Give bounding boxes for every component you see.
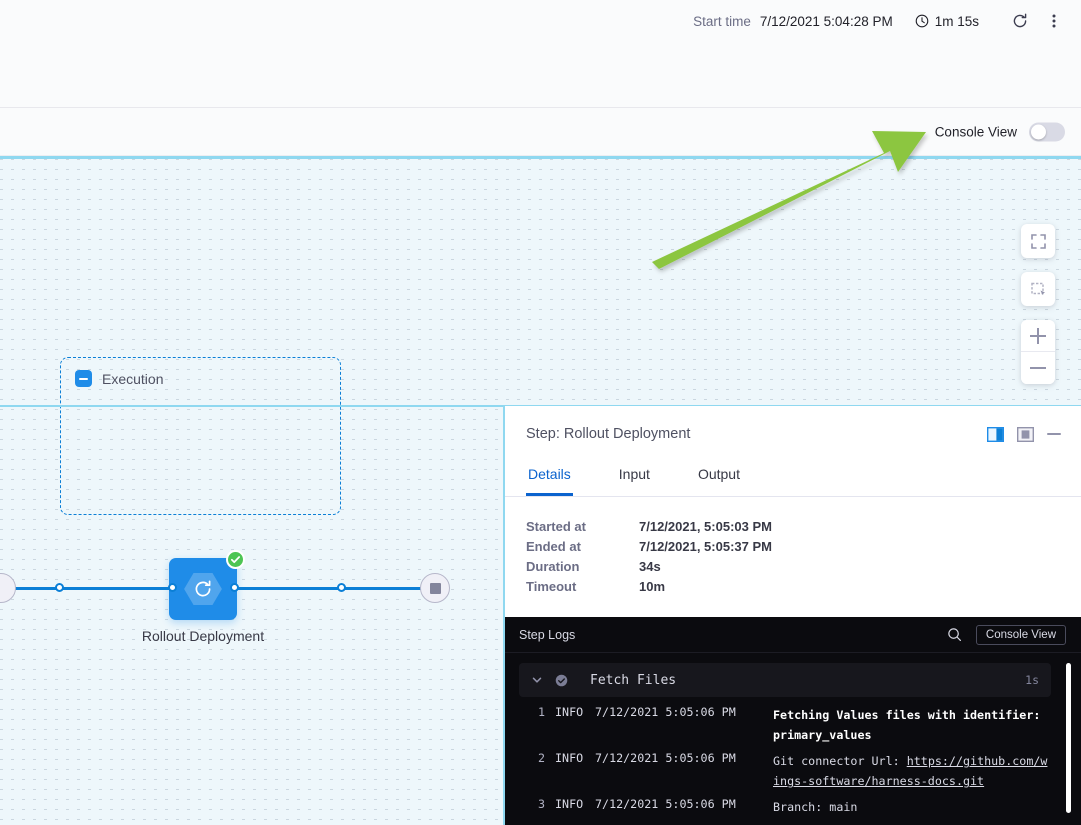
zoom-out-button[interactable] [1021,352,1055,384]
log-line-level: INFO [555,797,584,811]
detail-key: Started at [526,519,586,534]
log-section-fetch-files[interactable]: Fetch Files 1s [519,663,1051,697]
console-view-label: Console View [934,124,1017,139]
refresh-icon [1013,13,1027,28]
clock-icon [915,14,929,28]
log-line: 2 INFO 7/12/2021 5:05:06 PM Git connecto… [505,751,1081,791]
detail-value: 7/12/2021, 5:05:03 PM [639,519,772,534]
zoom-buttons-group [1021,320,1055,384]
hex-background-icon [184,572,222,606]
log-line-message-text: Git connector Url: [773,754,907,768]
duration-value: 1m 15s [934,13,979,29]
port-left [55,583,64,592]
port-step-in [168,583,177,592]
detail-key: Timeout [526,579,577,594]
log-line: 1 INFO 7/12/2021 5:05:06 PM Fetching Val… [505,705,1081,745]
port-group-out [337,583,346,592]
panel-controls [987,426,1061,442]
log-line-message: Fetching Values files with identifier: p… [773,708,1041,742]
log-line-timestamp: 7/12/2021 5:05:06 PM [595,705,736,719]
toggle-knob [1031,124,1046,139]
detail-row: Duration 34s [526,559,1060,574]
console-view-group: Console View [935,122,1065,141]
log-section-duration: 1s [1025,673,1039,687]
tab-input[interactable]: Input [617,462,652,496]
panel-header: Step: Rollout Deployment [505,406,1081,462]
log-line-number: 2 [537,751,545,765]
step-logs-title: Step Logs [519,627,576,642]
log-line: 3 INFO 7/12/2021 5:05:06 PM Branch: main [505,797,1081,817]
log-line-number: 1 [537,705,545,719]
log-line-message: Git connector Url: https://github.com/wi… [773,751,1051,791]
log-line-number: 3 [537,797,545,811]
card-view-icon[interactable] [1017,426,1034,442]
log-line-level: INFO [555,751,584,765]
chevron-down-icon [532,677,542,683]
panel-title: Step: Rollout Deployment [526,426,691,442]
panel-tabs: Details Input Output [505,462,1081,497]
more-options-button[interactable] [1041,8,1067,34]
minus-square-icon[interactable] [75,370,92,387]
log-lines: 1 INFO 7/12/2021 5:05:06 PM Fetching Val… [505,697,1081,817]
log-line-link[interactable]: https://github.com/wings-software/harnes… [773,754,1048,788]
minimize-icon[interactable] [1047,433,1061,435]
split-view-icon[interactable] [987,426,1004,442]
detail-row: Started at 7/12/2021, 5:05:03 PM [526,519,1060,534]
duration-group: 1m 15s [915,14,979,29]
log-section-name: Fetch Files [590,672,677,688]
detail-key: Duration [526,559,580,574]
end-node[interactable] [420,573,450,603]
check-circle-icon [555,674,568,686]
stop-square-icon [429,582,441,594]
zoom-in-button[interactable] [1021,320,1055,352]
execution-group-header: Execution [75,370,163,387]
start-time-value: 7/12/2021 5:04:28 PM [759,13,893,29]
detail-value: 7/12/2021, 5:05:37 PM [639,539,772,554]
fit-screen-icon [1030,233,1046,249]
tab-details[interactable]: Details [526,462,573,496]
port-step-out [230,583,239,592]
detail-key: Ended at [526,539,581,554]
step-detail-panel: Step: Rollout Deployment Details Input O… [503,406,1081,825]
step-node-label: Rollout Deployment [141,628,265,644]
detail-row: Ended at 7/12/2021, 5:05:37 PM [526,539,1060,554]
detail-value: 10m [639,579,666,594]
step-node-rollout-deployment[interactable] [169,550,245,620]
rollout-deployment-icon [195,580,211,597]
selection-box-button[interactable] [1021,272,1055,306]
selection-box-icon [1030,282,1045,295]
graph-left-stub-node [0,573,16,603]
minus-icon [1030,360,1046,376]
plus-icon [1030,327,1046,344]
start-time-label: Start time [693,13,751,29]
panel-details: Started at 7/12/2021, 5:05:03 PM Ended a… [505,497,1081,599]
execution-group-label: Execution [102,370,164,387]
fit-to-screen-button[interactable] [1021,224,1055,258]
logs-console-view-button[interactable]: Console View [975,624,1066,645]
search-icon[interactable] [947,627,962,642]
detail-row: Timeout 10m [526,579,1060,594]
step-logs-body[interactable]: Fetch Files 1s 1 INFO 7/12/2021 5:05:06 … [505,653,1081,825]
top-bar: Start time 7/12/2021 5:04:28 PM 1m 15s [0,0,1081,108]
step-logs-header: Step Logs Console View [505,617,1081,653]
console-view-toggle[interactable] [1029,122,1065,141]
check-circle-icon [230,556,241,564]
refresh-button[interactable] [1007,8,1033,34]
more-vertical-icon [1052,14,1056,28]
top-bar-actions [1007,8,1067,34]
log-line-level: INFO [555,705,584,719]
detail-value: 34s [639,559,661,574]
step-logs: Step Logs Console View Fetch Files [505,617,1081,825]
pipeline-graph: Execution Rollout Deployment [0,0,503,669]
logs-scrollbar[interactable] [1066,663,1071,813]
top-bar-meta: Start time 7/12/2021 5:04:28 PM 1m 15s [693,8,1067,34]
log-line-timestamp: 7/12/2021 5:05:06 PM [595,751,736,765]
tab-output[interactable]: Output [696,462,742,496]
execution-group[interactable]: Execution [60,357,341,515]
log-line-message: Branch: main [773,800,858,814]
step-status-badge [226,550,245,569]
log-line-timestamp: 7/12/2021 5:05:06 PM [595,797,736,811]
canvas-zoom-controls [1021,224,1055,384]
